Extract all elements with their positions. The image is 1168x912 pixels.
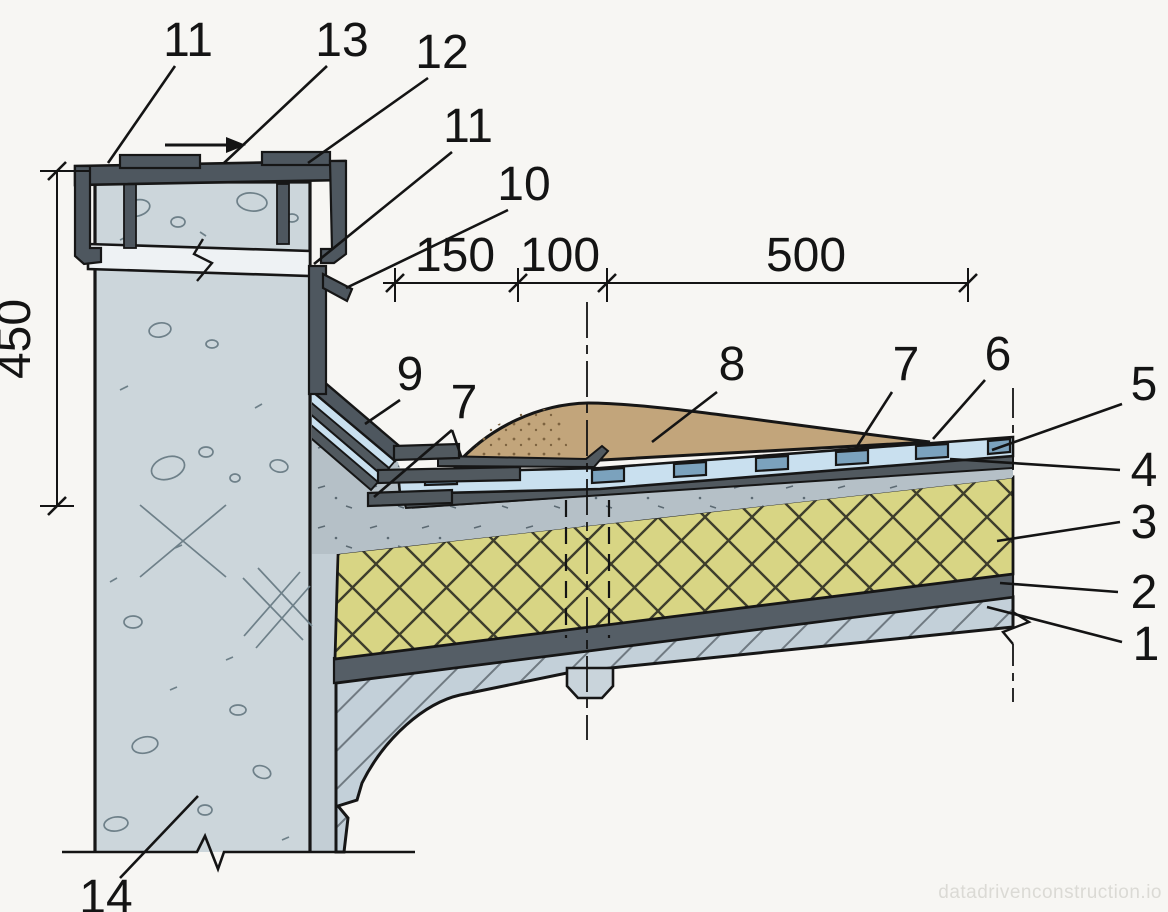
leader-line-7	[450, 429, 463, 457]
callout-label-6: 6	[985, 328, 1012, 381]
dimension-label-100: 100	[520, 229, 600, 282]
callout-label-10: 10	[497, 158, 550, 211]
gravel-mound	[453, 401, 931, 470]
leader-line-4	[949, 457, 1121, 472]
callout-label-7: 7	[451, 376, 478, 429]
leader-line-3	[996, 520, 1121, 543]
slope-arrow-head	[226, 137, 246, 153]
callout-label-11: 11	[443, 100, 493, 153]
leader-line-7	[373, 429, 453, 498]
slab-anchor-plug	[565, 666, 615, 700]
coping-hook-right	[319, 159, 348, 265]
callout-label-4: 4	[1131, 444, 1158, 497]
membrane-upstand	[307, 264, 328, 396]
dimensions: 450 150 100 500	[0, 161, 978, 516]
callout-label-13: 13	[315, 14, 368, 67]
callout-label-9: 9	[397, 348, 424, 401]
callout-label-14: 14	[79, 871, 132, 912]
slope-arrow	[165, 137, 246, 153]
leader-line-9	[364, 398, 401, 426]
leader-line-13	[223, 65, 328, 164]
leader-line-6	[932, 379, 986, 440]
callout-label-8: 8	[719, 338, 746, 391]
callout-label-2: 2	[1131, 566, 1158, 619]
leader-line-2	[999, 581, 1119, 594]
roof-slab	[334, 595, 1015, 854]
leader-line-11	[106, 65, 177, 164]
leader-line-5	[991, 402, 1123, 452]
membrane-edge-hook	[437, 444, 610, 469]
callout-label-11: 11	[163, 14, 213, 67]
leader-line-10	[345, 208, 509, 290]
coping-anchor	[123, 183, 137, 249]
leader-line-12	[307, 76, 429, 165]
corner-flashing	[312, 373, 406, 492]
dimension-label-500: 500	[766, 229, 846, 282]
parapet-wall	[86, 180, 337, 852]
reference-lines	[62, 302, 1032, 873]
callout-label-3: 3	[1131, 496, 1158, 549]
leader-line-1	[986, 605, 1123, 644]
leader-line-8	[651, 390, 718, 444]
leader-line-11	[313, 150, 453, 266]
leader-line-7	[854, 391, 894, 449]
callout-label-5: 5	[1131, 358, 1158, 411]
callout-label-1: 1	[1133, 618, 1160, 671]
leader-line-14	[119, 795, 199, 879]
callout-label-12: 12	[415, 26, 468, 79]
parapet-coping	[73, 150, 348, 266]
callout-label-7: 7	[893, 338, 920, 391]
concrete-texture	[103, 192, 313, 841]
coping-anchor	[276, 183, 290, 245]
upstand-cap	[321, 272, 354, 303]
dimension-label-150: 150	[415, 229, 495, 282]
dimension-vertical-450: 450	[0, 299, 41, 379]
coping-hook-left	[73, 164, 103, 266]
